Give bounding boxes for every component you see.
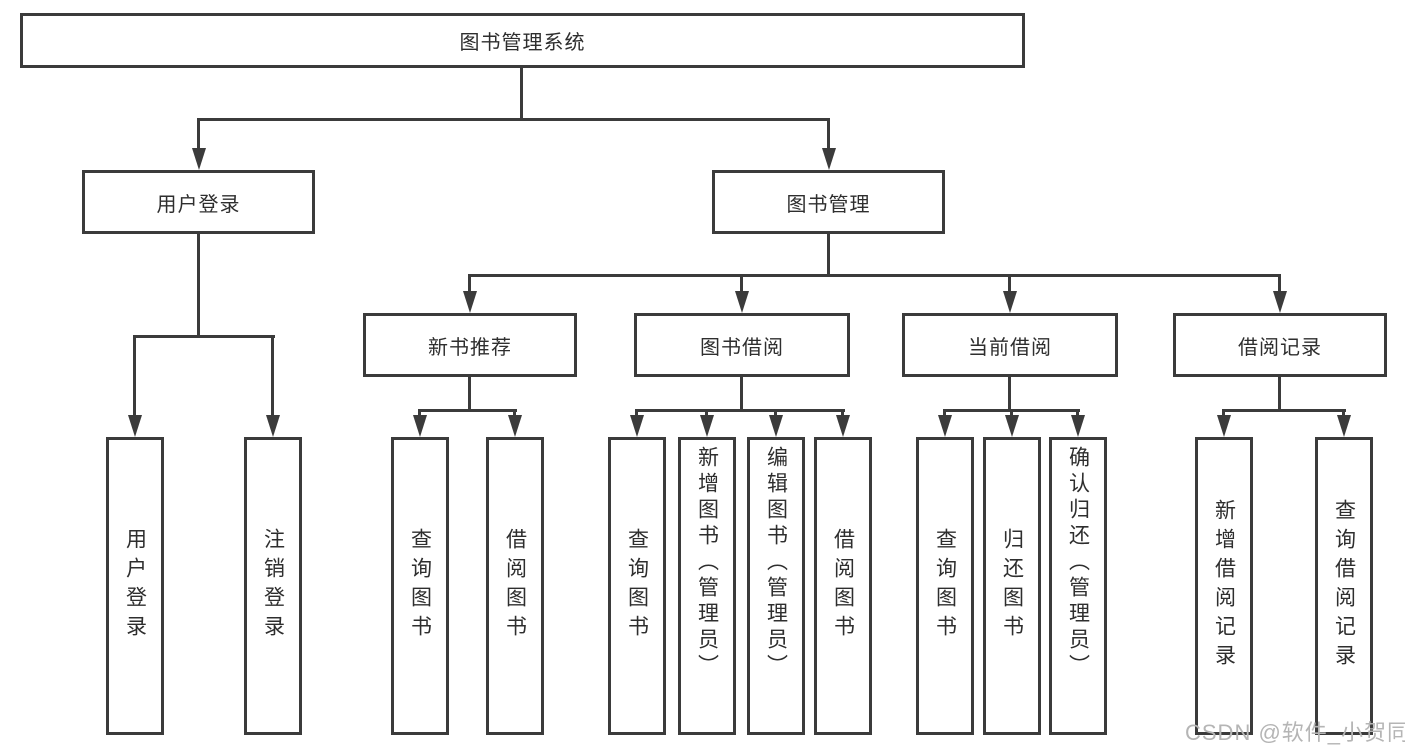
node-label: 图书借阅 <box>700 336 784 359</box>
leaf-query-books-recommend: 查询图书 <box>391 437 449 735</box>
connector-line <box>468 274 1281 277</box>
connector-line <box>635 409 845 412</box>
connector-line <box>841 409 844 417</box>
node-label: 图书管理 <box>786 193 871 216</box>
node-label: 查询借阅记录 <box>1332 499 1356 673</box>
connector-line <box>1010 409 1013 417</box>
arrow-down-icon <box>1217 415 1231 437</box>
node-label: 新增图书（管理员） <box>695 446 719 680</box>
node-label: 用户登录 <box>156 193 241 216</box>
node-current-borrow: 当前借阅 <box>902 313 1118 377</box>
connector-line <box>271 335 274 417</box>
node-new-book-recommend: 新书推荐 <box>363 313 577 377</box>
arrow-down-icon <box>938 415 952 437</box>
connector-line <box>197 234 200 335</box>
arrow-down-icon <box>1071 415 1085 437</box>
arrow-down-icon <box>1003 291 1017 313</box>
arrow-down-icon <box>463 291 477 313</box>
node-label: 查询图书 <box>933 528 957 644</box>
node-label: 借阅图书 <box>831 528 855 644</box>
leaf-add-borrow-record: 新增借阅记录 <box>1195 437 1253 735</box>
leaf-user-login: 用户登录 <box>106 437 164 735</box>
node-library-management-system: 图书管理系统 <box>20 13 1025 68</box>
node-label: 新书推荐 <box>428 336 512 359</box>
connector-line <box>635 409 638 417</box>
connector-line <box>1076 409 1079 417</box>
connector-line <box>740 274 743 291</box>
connector-line <box>774 409 777 417</box>
node-label: 借阅图书 <box>503 528 527 644</box>
connector-line <box>468 377 471 409</box>
node-label: 查询图书 <box>408 528 432 644</box>
node-label: 注销登录 <box>261 528 285 644</box>
arrow-down-icon <box>836 415 850 437</box>
connector-line <box>943 409 946 417</box>
arrow-down-icon <box>413 415 427 437</box>
connector-line <box>1278 377 1281 409</box>
leaf-query-books-current: 查询图书 <box>916 437 974 735</box>
node-label: 查询图书 <box>625 528 649 644</box>
connector-line <box>468 274 471 291</box>
leaf-return-books: 归还图书 <box>983 437 1041 735</box>
connector-line <box>133 335 275 338</box>
connector-line <box>1222 409 1346 412</box>
leaf-borrow-books: 借阅图书 <box>814 437 872 735</box>
leaf-logout-login: 注销登录 <box>244 437 302 735</box>
watermark: CSDN @软件_小贺同学 <box>1185 720 1405 745</box>
leaf-query-books-borrow: 查询图书 <box>608 437 666 735</box>
connector-line <box>197 118 200 150</box>
leaf-add-books-admin: 新增图书（管理员） <box>678 437 736 735</box>
arrow-down-icon <box>1337 415 1351 437</box>
connector-line <box>513 409 516 417</box>
connector-line <box>418 409 421 417</box>
arrow-down-icon <box>266 415 280 437</box>
node-user-login: 用户登录 <box>82 170 315 234</box>
connector-line <box>740 377 743 409</box>
leaf-edit-books-admin: 编辑图书（管理员） <box>747 437 805 735</box>
node-label: 图书管理系统 <box>459 32 586 54</box>
connector-line <box>1342 409 1345 417</box>
connector-line <box>827 118 830 150</box>
node-label: 借阅记录 <box>1238 336 1322 359</box>
arrow-down-icon <box>128 415 142 437</box>
node-borrow-records: 借阅记录 <box>1173 313 1387 377</box>
connector-line <box>1008 377 1011 409</box>
arrow-down-icon <box>508 415 522 437</box>
arrow-down-icon <box>1005 415 1019 437</box>
node-label: 当前借阅 <box>968 336 1052 359</box>
connector-line <box>418 409 517 412</box>
connector-line <box>198 118 830 121</box>
leaf-confirm-return-admin: 确认归还（管理员） <box>1049 437 1107 735</box>
arrow-down-icon <box>1273 291 1287 313</box>
node-label: 确认归还（管理员） <box>1066 446 1090 680</box>
leaf-query-borrow-record: 查询借阅记录 <box>1315 437 1373 735</box>
node-book-borrow: 图书借阅 <box>634 313 850 377</box>
node-label: 用户登录 <box>123 528 147 644</box>
arrow-down-icon <box>192 148 206 170</box>
arrow-down-icon <box>769 415 783 437</box>
connector-line <box>520 68 523 118</box>
connector-line <box>133 335 136 417</box>
connector-line <box>1008 274 1011 291</box>
node-label: 编辑图书（管理员） <box>764 446 788 680</box>
leaf-borrow-books-recommend: 借阅图书 <box>486 437 544 735</box>
node-label: 新增借阅记录 <box>1212 499 1236 673</box>
connector-line <box>1278 274 1281 291</box>
connector-line <box>705 409 708 417</box>
connector-line <box>827 234 830 274</box>
arrow-down-icon <box>630 415 644 437</box>
node-label: 归还图书 <box>1000 528 1024 644</box>
node-book-management: 图书管理 <box>712 170 945 234</box>
arrow-down-icon <box>735 291 749 313</box>
arrow-down-icon <box>700 415 714 437</box>
connector-line <box>1222 409 1225 417</box>
arrow-down-icon <box>822 148 836 170</box>
